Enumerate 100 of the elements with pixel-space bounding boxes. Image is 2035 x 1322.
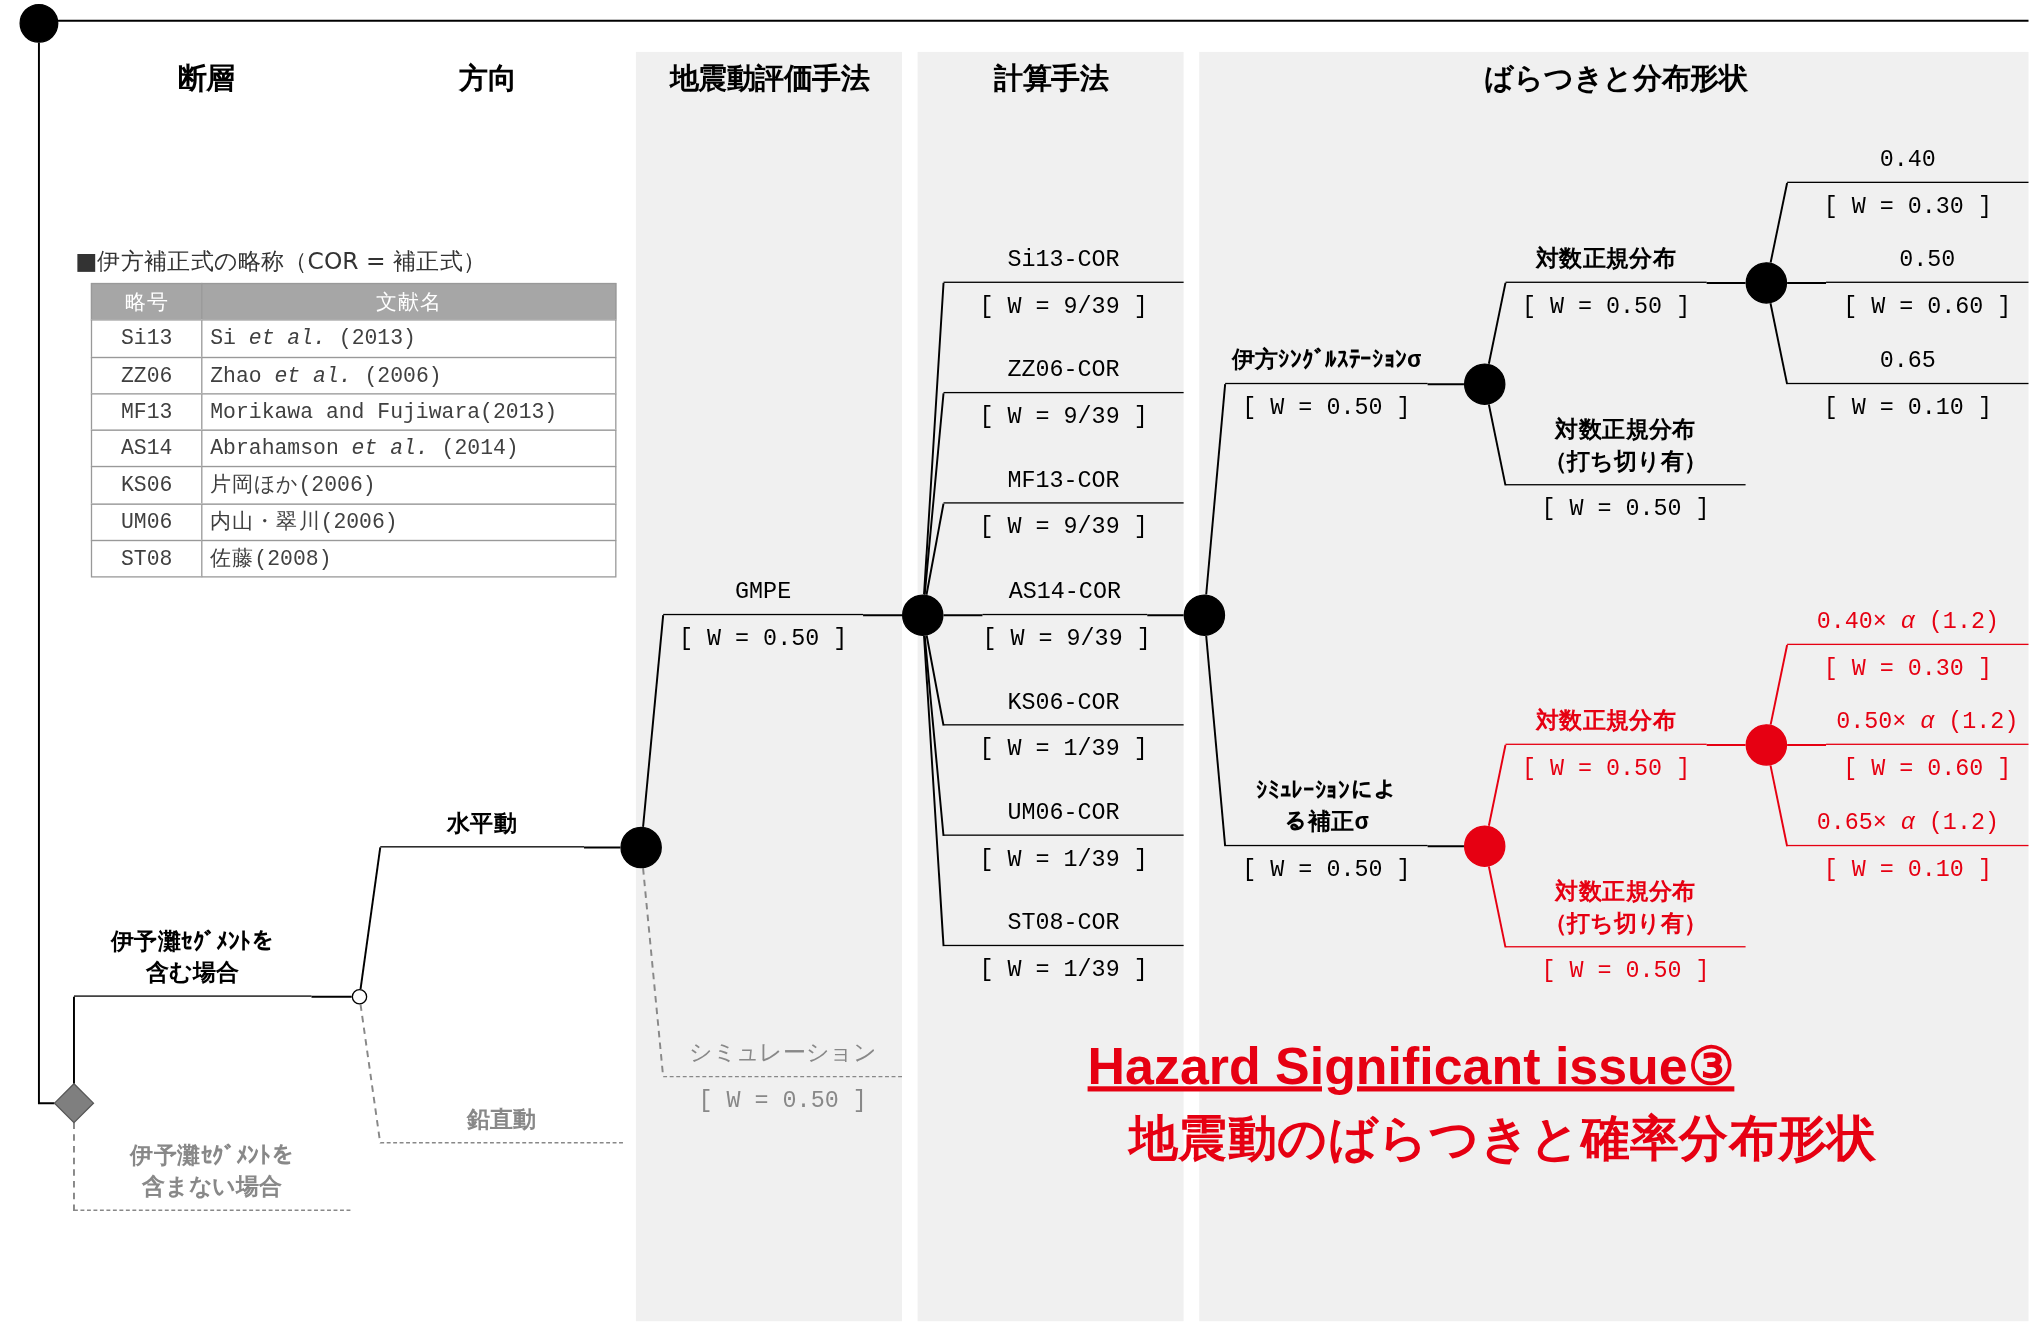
table-cell: KS06	[90, 466, 203, 505]
branch-line	[310, 995, 353, 998]
branch-label: Si13-COR	[943, 241, 1184, 283]
table-cell: Si13	[90, 319, 203, 358]
branch-label: 0.65× α (1.2)	[1787, 804, 2029, 847]
table-title: ■伊方補正式の略称（COR = 補正式）	[75, 245, 487, 276]
weight-label: [ W = 0.10 ]	[1823, 393, 1992, 423]
branch-point-circle	[19, 3, 59, 43]
branch-label: 0.50× α (1.2)	[1826, 703, 2029, 745]
weight-label: [ W = 0.60 ]	[1843, 292, 2012, 322]
branch-line	[1769, 764, 1789, 848]
weight-label: [ W = 1/39 ]	[979, 734, 1148, 764]
branch-label: 0.50	[1826, 241, 2029, 283]
branch-label: 対数正規分布（打ち切り有）	[1505, 412, 1746, 486]
branch-line	[1769, 182, 1789, 264]
table-cell: UM06	[90, 502, 203, 541]
weight-label: [ W = 9/39 ]	[982, 624, 1151, 654]
column-header: 地震動評価手法	[668, 61, 871, 97]
branch-line	[925, 502, 945, 596]
weight-label: [ W = 0.50 ]	[1541, 494, 1710, 524]
branch-line	[923, 634, 945, 948]
branch-line	[1205, 634, 1227, 848]
weight-label: [ W = 9/39 ]	[979, 402, 1148, 432]
branch-line	[73, 995, 75, 1085]
table-cell: Abrahamson et al. (2014)	[201, 429, 617, 468]
branch-point-circle	[351, 988, 368, 1005]
header-cell: 文献名	[201, 282, 617, 321]
branch-line	[1487, 865, 1507, 949]
column-header: 断層	[176, 61, 236, 97]
column-header: ばらつきと分布形状	[1483, 61, 1749, 97]
branch-label: 0.40× α (1.2)	[1787, 603, 2029, 645]
weight-label: [ W = 9/39 ]	[979, 512, 1148, 542]
branch-line	[923, 281, 945, 596]
branch-line	[1705, 743, 1747, 746]
weight-label: [ W = 0.30 ]	[1823, 192, 1992, 222]
branch-line	[1769, 302, 1789, 386]
branch-line	[1487, 743, 1507, 827]
table-cell: ST08	[90, 539, 203, 578]
branch-label: シミュレーション	[663, 1035, 902, 1078]
branch-line	[1786, 281, 1828, 284]
weight-label: [ W = 0.30 ]	[1823, 654, 1992, 684]
table-cell: Si et al. (2013)	[201, 319, 617, 358]
weight-label: [ W = 0.50 ]	[679, 624, 848, 654]
table-cell: MF13	[90, 392, 203, 431]
branch-label: 鉛直動	[380, 1101, 623, 1144]
branch-line	[1205, 383, 1227, 596]
branch-line	[642, 614, 665, 828]
branch-line	[1786, 743, 1828, 746]
branch-label: 0.65	[1787, 342, 2029, 385]
weight-label: [ W = 0.50 ]	[698, 1086, 867, 1116]
branch-label: 伊予灘ｾｸﾞﾒﾝﾄを含まない場合	[74, 1138, 351, 1211]
table-cell: 佐藤(2008)	[201, 539, 617, 578]
header-cell: 略号	[90, 282, 203, 321]
table-cell: 内山・翠川(2006)	[201, 502, 617, 541]
branch-label: ｼﾐｭﾚｰｼｮﾝによる補正σ	[1225, 773, 1428, 847]
branch-label: 伊方ｼﾝｸﾞﾙｽﾃｰｼｮﾝσ	[1225, 342, 1428, 385]
branch-label: KS06-COR	[943, 683, 1184, 726]
branch-line	[37, 41, 56, 1105]
branch-label: AS14-COR	[982, 573, 1148, 616]
weight-label: [ W = 0.60 ]	[1843, 754, 2012, 784]
branch-label: MF13-COR	[943, 462, 1184, 504]
branch-line	[73, 1121, 75, 1212]
column-header: 方向	[458, 61, 518, 97]
weight-label: [ W = 9/39 ]	[979, 292, 1148, 322]
branch-line	[1769, 644, 1789, 726]
weight-label: [ W = 0.50 ]	[1242, 855, 1411, 885]
branch-line	[862, 614, 903, 617]
branch-line	[942, 614, 984, 617]
branch-label: 対数正規分布（打ち切り有）	[1505, 874, 1746, 948]
branch-point-circle	[902, 594, 944, 636]
weight-label: [ W = 0.50 ]	[1521, 754, 1691, 784]
branch-label: 伊予灘ｾｸﾞﾒﾝﾄを含む場合	[74, 924, 312, 997]
highlight-title: Hazard Significant issue③	[1087, 1035, 1735, 1097]
branch-line	[923, 634, 945, 837]
table-cell: 片岡ほか(2006)	[201, 466, 617, 505]
branch-label: 0.40	[1787, 141, 2029, 183]
branch-line	[923, 392, 945, 596]
branch-point-circle	[620, 826, 662, 869]
weight-label: [ W = 0.50 ]	[1521, 292, 1691, 322]
branch-line	[1426, 383, 1465, 386]
table-cell: ZZ06	[90, 356, 203, 395]
weight-label: [ W = 1/39 ]	[979, 955, 1148, 985]
branch-label: ST08-COR	[943, 904, 1184, 947]
table-cell: AS14	[90, 429, 203, 468]
table-cell: Morikawa and Fujiwara(2013)	[201, 392, 617, 431]
branch-point-circle	[1183, 594, 1226, 636]
highlight-subtitle: 地震動のばらつきと確率分布形状	[1129, 1108, 1877, 1169]
decision-diamond	[54, 1083, 94, 1123]
branch-label: 対数正規分布	[1505, 241, 1707, 283]
branch-line	[583, 846, 622, 849]
branch-line	[1487, 281, 1507, 365]
weight-label: [ W = 1/39 ]	[979, 845, 1148, 875]
branch-label: UM06-COR	[943, 794, 1184, 836]
weight-label: [ W = 0.50 ]	[1541, 956, 1710, 986]
branch-line	[1487, 403, 1507, 487]
branch-line	[925, 634, 945, 727]
branch-line	[1146, 614, 1185, 617]
branch-label: 水平動	[380, 805, 584, 848]
branch-label: ZZ06-COR	[943, 351, 1184, 394]
weight-label: [ W = 0.50 ]	[1242, 393, 1411, 423]
